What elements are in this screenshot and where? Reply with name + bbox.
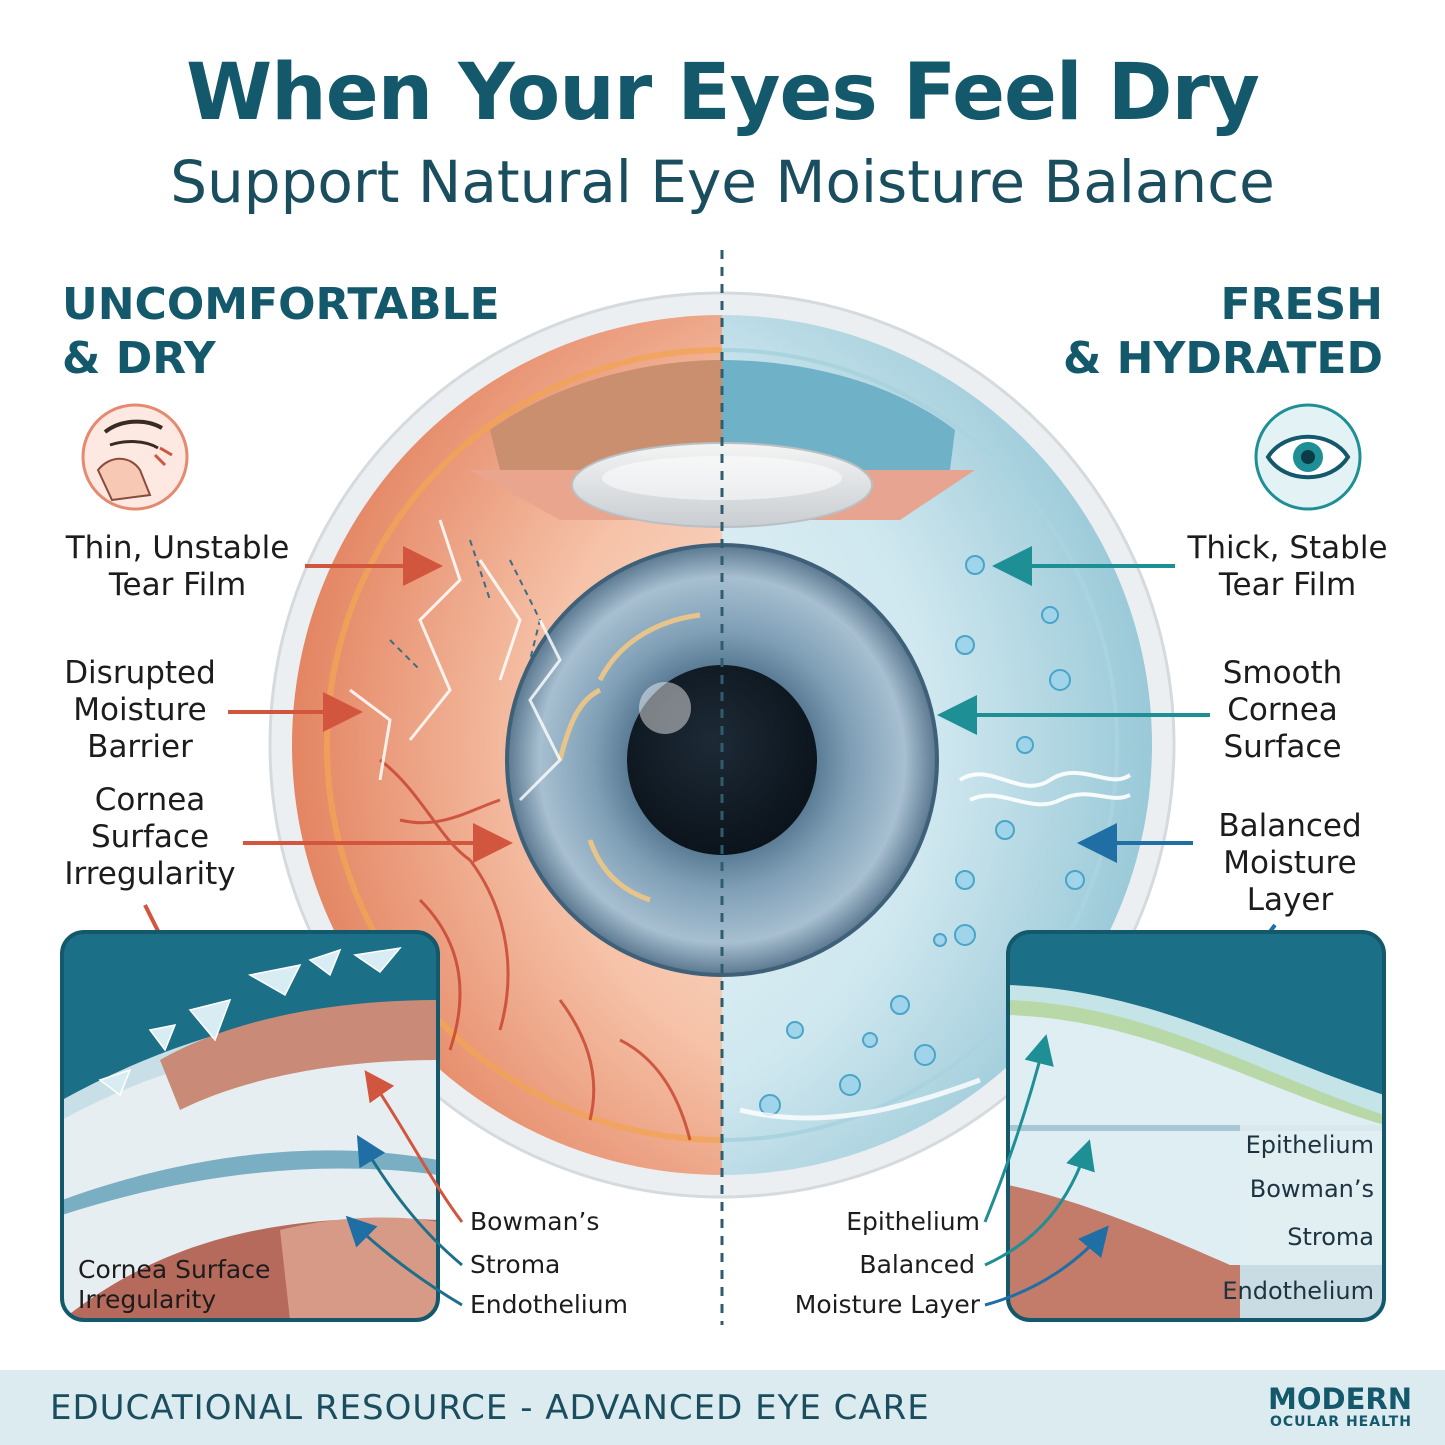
inset-caption: Cornea Surface Irregularity	[78, 1255, 270, 1315]
label-balanced: Balanced	[859, 1250, 975, 1279]
label-line: Balanced	[1218, 808, 1362, 844]
label-line: Irregularity	[78, 1285, 217, 1314]
label-line: Barrier	[87, 729, 193, 765]
label-smooth-cornea: Smooth Cornea Surface	[1200, 655, 1365, 766]
dry-heading-line2: & DRY	[62, 333, 216, 384]
label-line: Irregularity	[64, 856, 236, 892]
label-line: Thick, Stable	[1187, 530, 1388, 566]
layer-epithelium: Epithelium	[1245, 1131, 1374, 1159]
label-stroma: Stroma	[470, 1250, 561, 1279]
label-line: Layer	[1246, 882, 1334, 918]
hydrated-heading-line1: FRESH	[1220, 279, 1383, 330]
label-thin-tear-film: Thin, Unstable Tear Film	[50, 530, 305, 604]
brand-name: MODERN	[1268, 1382, 1412, 1416]
label-line: Moisture	[1223, 845, 1357, 881]
label-line: Cornea	[94, 782, 206, 818]
dry-cornea-inset	[60, 930, 440, 1322]
label-endothelium: Endothelium	[470, 1290, 628, 1319]
label-line: Disrupted	[64, 655, 216, 691]
label-disrupted-barrier: Disrupted Moisture Barrier	[40, 655, 240, 766]
label-line: Tear Film	[1218, 567, 1357, 603]
hydrated-cornea-inset	[1006, 930, 1386, 1322]
brand-subtitle: OCULAR HEALTH	[1270, 1414, 1412, 1430]
label-thick-tear-film: Thick, Stable Tear Film	[1170, 530, 1405, 604]
label-line: Cornea Surface	[78, 1255, 271, 1284]
hydrated-heading: FRESH & HYDRATED	[1063, 278, 1383, 386]
footer-bar	[0, 1370, 1445, 1445]
label-line: Tear Film	[108, 567, 247, 603]
label-moisture-layer: Moisture Layer	[794, 1290, 980, 1319]
label-line: Surface	[1223, 729, 1342, 765]
label-line: Moisture	[73, 692, 207, 728]
label-line: Thin, Unstable	[65, 530, 290, 566]
hydrated-heading-line2: & HYDRATED	[1062, 333, 1383, 384]
label-bowmans: Bowman’s	[470, 1207, 600, 1236]
label-balanced-moisture: Balanced Moisture Layer	[1195, 808, 1385, 919]
rubbing-eye-icon	[81, 403, 189, 511]
dry-heading-line1: UNCOMFORTABLE	[62, 279, 500, 330]
label-line: Smooth	[1222, 655, 1343, 691]
footer-text: EDUCATIONAL RESOURCE - ADVANCED EYE CARE	[50, 1388, 930, 1428]
label-line: Surface	[90, 819, 210, 855]
dry-heading: UNCOMFORTABLE & DRY	[62, 278, 500, 386]
page-subtitle: Support Natural Eye Moisture Balance	[170, 148, 1275, 216]
label-line: Cornea	[1227, 692, 1338, 728]
healthy-eye-icon	[1254, 403, 1362, 511]
label-cornea-irregularity: Cornea Surface Irregularity	[45, 782, 255, 893]
layer-stroma: Stroma	[1287, 1223, 1374, 1251]
layer-bowmans: Bowman’s	[1249, 1175, 1374, 1203]
layer-endothelium: Endothelium	[1222, 1277, 1374, 1305]
label-epithelium: Epithelium	[846, 1207, 980, 1236]
page-title: When Your Eyes Feel Dry	[186, 48, 1260, 138]
